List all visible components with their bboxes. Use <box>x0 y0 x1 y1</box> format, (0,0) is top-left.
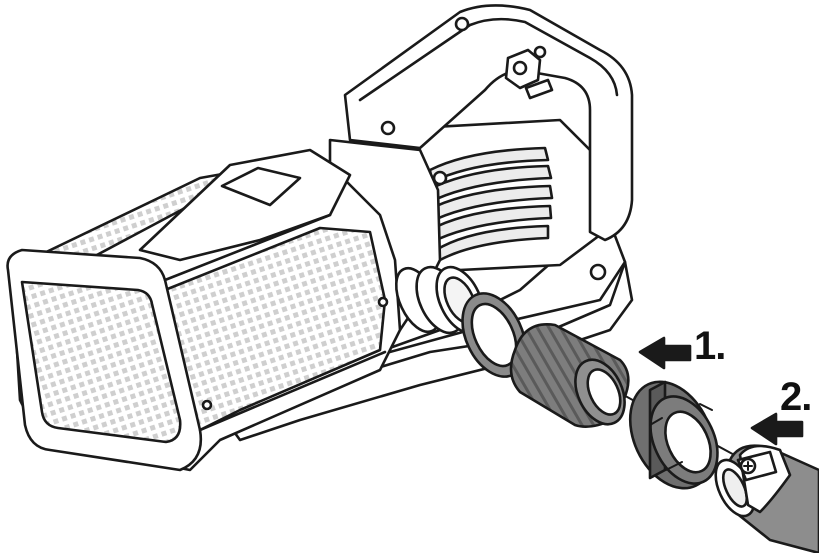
handle-clip <box>504 45 554 100</box>
step-2-label: 2. <box>780 375 812 419</box>
filter-screw <box>201 399 213 411</box>
filter-screw <box>377 296 389 308</box>
housing-screw <box>432 170 448 186</box>
gasket-ring <box>461 292 527 378</box>
step-1-label: 1. <box>694 324 726 368</box>
filter-front-mesh <box>20 280 182 444</box>
filter-seam <box>163 213 387 432</box>
cooling-fins <box>426 146 554 262</box>
base-screw-hole <box>589 263 607 281</box>
threaded-nut <box>628 380 719 490</box>
hose-tail <box>509 322 630 428</box>
handle-inner <box>358 17 619 102</box>
handle-screw <box>380 120 396 136</box>
filter-top-label <box>220 166 302 207</box>
hose-clamp <box>736 444 792 514</box>
arrow-left-icon <box>750 412 804 446</box>
handle-screw <box>454 16 470 32</box>
arrow-left-icon <box>638 336 692 370</box>
